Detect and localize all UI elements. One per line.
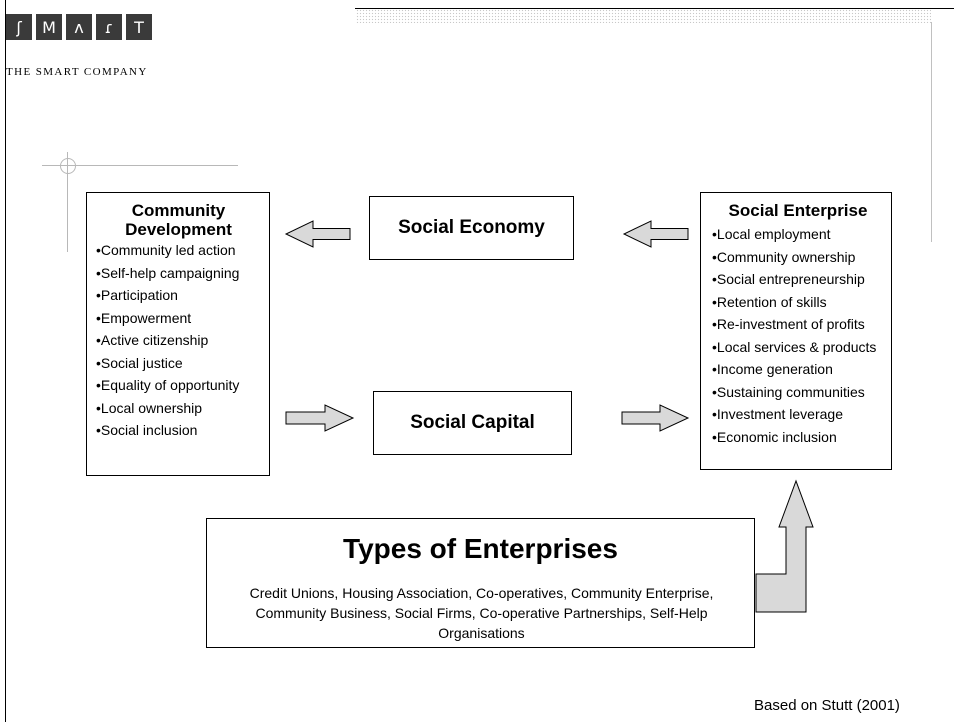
list-item: Social entrepreneurship (712, 268, 891, 291)
crosshair-horizontal (42, 165, 238, 166)
list-item: Local employment (712, 223, 891, 246)
logo-subtitle: THE SMART COMPANY (6, 66, 148, 78)
list-item: Participation (96, 284, 269, 307)
social-economy-label: Social Economy (398, 217, 545, 238)
header-dot-band (356, 9, 931, 23)
logo-letter: ʃ (6, 14, 32, 40)
community-development-box: Community Development Community led acti… (86, 192, 270, 476)
logo-letter: ɾ (96, 14, 122, 40)
social-enterprise-box: Social Enterprise Local employment Commu… (700, 192, 892, 470)
frame-top-line (355, 8, 954, 9)
logo-letter: T (126, 14, 152, 40)
list-item: Local services & products (712, 336, 880, 359)
arrow-left-economy-to-community (284, 220, 351, 248)
list-item: Empowerment (96, 307, 269, 330)
types-of-enterprises-box: Types of Enterprises Credit Unions, Hous… (206, 518, 755, 648)
list-item: Social inclusion (96, 419, 269, 442)
social-enterprise-title: Social Enterprise (728, 201, 868, 220)
list-item: Economic inclusion (712, 426, 891, 449)
logo-letter: M (36, 14, 62, 40)
social-enterprise-list: Local employment Community ownership Soc… (712, 223, 891, 448)
arrow-left-enterprise-to-economy (622, 220, 689, 248)
social-economy-box: Social Economy (369, 196, 574, 260)
social-capital-box: Social Capital (373, 391, 572, 455)
logo-letter: ʌ (66, 14, 92, 40)
list-item: Self-help campaigning (96, 262, 269, 285)
social-capital-label: Social Capital (410, 412, 535, 433)
list-item: Equality of opportunity (96, 374, 269, 397)
list-item: Re-investment of profits (712, 313, 891, 336)
list-item: Sustaining communities (712, 381, 891, 404)
types-of-enterprises-body: Credit Unions, Housing Association, Co-o… (249, 585, 714, 641)
list-item: Investment leverage (712, 403, 891, 426)
list-item: Community led action (96, 239, 269, 262)
smart-logo: ʃ M ʌ ɾ T (6, 14, 152, 40)
crosshair-circle (60, 158, 76, 174)
frame-right-line (931, 22, 932, 242)
source-citation: Based on Stutt (2001) (754, 697, 900, 714)
arrow-right-community-to-capital (285, 404, 355, 432)
list-item: Active citizenship (96, 329, 269, 352)
list-item: Income generation (712, 358, 891, 381)
community-development-title: Community Development (125, 201, 232, 239)
community-development-list: Community led action Self-help campaigni… (96, 239, 269, 442)
list-item: Local ownership (96, 397, 269, 420)
list-item: Social justice (96, 352, 269, 375)
arrow-up-types-to-enterprise (755, 479, 814, 613)
types-of-enterprises-title: Types of Enterprises (343, 533, 618, 564)
list-item: Community ownership (712, 246, 891, 269)
arrow-right-capital-to-enterprise (621, 404, 690, 432)
frame-left-line (5, 0, 6, 722)
list-item: Retention of skills (712, 291, 891, 314)
crosshair-vertical (67, 152, 68, 252)
